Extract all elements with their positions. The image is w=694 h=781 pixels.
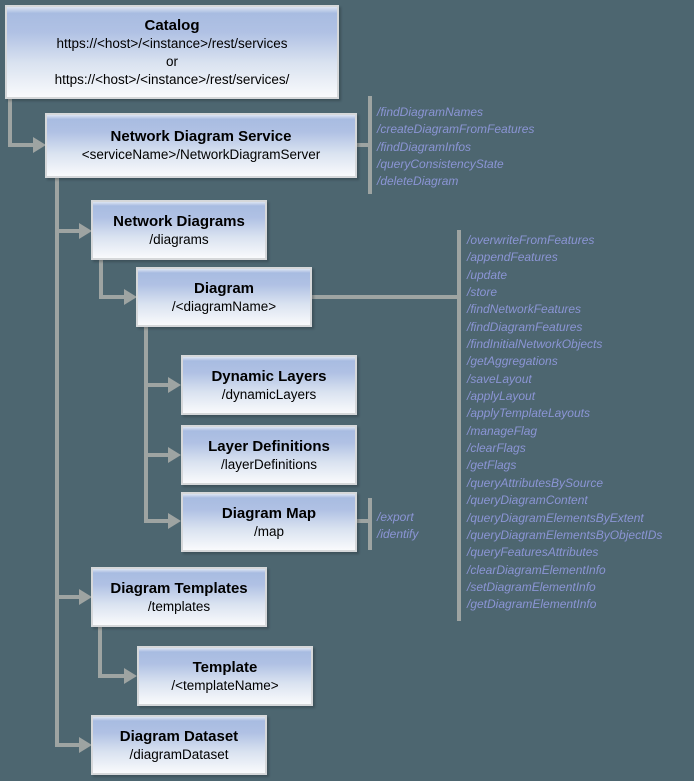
dynamic-layers-path: /dynamicLayers [221,386,317,402]
operation-item: /clearDiagramElementInfo [467,562,606,577]
operation-item: /queryDiagramElementsByObjectIDs [467,527,663,542]
operation-item: /findNetworkFeatures [467,302,582,317]
diagram-templates-title: Diagram Templates [110,579,248,597]
network-diagrams-title: Network Diagrams [113,212,245,230]
arrowhead-icon [124,668,137,684]
diagram-operations-list: /overwriteFromFeatures/appendFeatures/up… [467,232,662,614]
connector-diagram-map-branch [144,519,170,523]
arrowhead-icon [168,513,181,529]
operation-item: /createDiagramFromFeatures [377,122,535,137]
catalog-url-1: https://<host>/<instance>/rest/services [56,35,288,51]
operation-item: /findDiagramInfos [377,139,472,154]
diagram-box: Diagram /<diagramName> [136,267,312,327]
arrowhead-icon [168,377,181,393]
network-diagrams-box: Network Diagrams /diagrams [91,200,267,260]
operation-item: /getAggregations [467,354,558,369]
connector-dynamic-layers-branch [144,383,170,387]
operation-item: /getDiagramElementInfo [467,597,597,612]
bracket-map-horizontal [357,519,369,523]
diagram-map-box: Diagram Map /map [181,492,357,552]
bracket-diagram-horizontal [312,295,458,299]
connector-template-branch [98,674,126,678]
arrowhead-icon [124,289,137,305]
operation-item: /export [377,510,414,524]
diagram-path: /<diagramName> [171,298,277,314]
network-diagrams-path: /diagrams [149,231,209,247]
connector-templates-trunk [98,627,102,678]
bracket-diagram-vertical [457,230,461,621]
layer-definitions-box: Layer Definitions /layerDefinitions [181,425,357,485]
template-title: Template [192,658,258,676]
connector-layer-definitions-branch [144,453,170,457]
service-title: Network Diagram Service [110,128,292,145]
arrowhead-icon [33,137,46,153]
connector-diagram-dataset-branch [55,743,81,747]
operation-item: /applyLayout [467,389,536,404]
operation-item: /update [467,267,508,282]
bracket-service-horizontal [357,143,369,147]
operation-item: /findInitialNetworkObjects [467,337,603,352]
connector-network-diagrams-branch [55,229,81,233]
diagram-dataset-path: /diagramDataset [129,746,229,762]
layer-definitions-title: Layer Definitions [208,437,330,455]
operation-item: /queryAttributesBySource [467,475,604,490]
connector-diagram-branch [99,295,126,299]
operation-item: /setDiagramElementInfo [467,579,596,594]
catalog-box: Catalog https://<host>/<instance>/rest/s… [5,5,339,99]
service-path: <serviceName>/NetworkDiagramServer [81,147,321,162]
catalog-url-or: or [165,53,178,69]
catalog-url-2: https://<host>/<instance>/rest/services/ [54,71,290,87]
bracket-service-vertical [368,96,372,194]
operation-item: /store [467,285,498,300]
network-diagram-service-box: Network Diagram Service <serviceName>/Ne… [45,113,357,178]
diagram-templates-box: Diagram Templates /templates [91,567,267,627]
dynamic-layers-title: Dynamic Layers [211,367,327,385]
connector-catalog-branch [8,143,35,147]
diagram-map-path: /map [253,523,284,539]
diagram-dataset-box: Diagram Dataset /diagramDataset [91,715,267,775]
template-box: Template /<templateName> [137,646,313,706]
diagram-map-title: Diagram Map [221,504,317,522]
service-operations-list: /findDiagramNames/createDiagramFromFeatu… [377,104,534,191]
connector-diagram-templates-branch [55,595,81,599]
operation-item: /manageFlag [467,423,538,438]
operation-item: /identify [377,527,419,542]
arrowhead-icon [168,447,181,463]
diagram-map-operations-list: /export/identify [377,509,418,544]
diagram-dataset-title: Diagram Dataset [119,727,239,745]
operation-item: /queryDiagramElementsByExtent [467,510,644,525]
bracket-map-vertical [368,498,372,550]
template-path: /<templateName> [171,677,279,693]
operation-item: /overwriteFromFeatures [467,233,595,247]
operation-item: /findDiagramFeatures [467,319,583,334]
arrowhead-icon [79,223,92,239]
connector-catalog-trunk [8,99,12,147]
operation-item: /applyTemplateLayouts [467,406,590,421]
operation-item: /getFlags [467,458,517,473]
arrowhead-icon [79,737,92,753]
operation-item: /queryDiagramContent [467,493,588,508]
arrowhead-icon [79,589,92,605]
operation-item: /clearFlags [467,441,526,456]
connector-service-trunk [55,178,59,747]
operation-item: /queryFeaturesAttributes [467,545,599,560]
operation-item: /appendFeatures [467,250,558,265]
layer-definitions-path: /layerDefinitions [220,456,318,472]
catalog-title: Catalog [144,16,200,34]
diagram-title: Diagram [193,279,255,297]
operation-item: /findDiagramNames [377,105,484,119]
operation-item: /saveLayout [467,371,532,386]
dynamic-layers-box: Dynamic Layers /dynamicLayers [181,355,357,415]
connector-diagram-trunk [144,327,148,523]
connector-network-diagrams-trunk [99,260,103,299]
operation-item: /deleteDiagram [377,174,459,189]
operation-item: /queryConsistencyState [377,157,504,172]
diagram-templates-path: /templates [147,598,211,614]
